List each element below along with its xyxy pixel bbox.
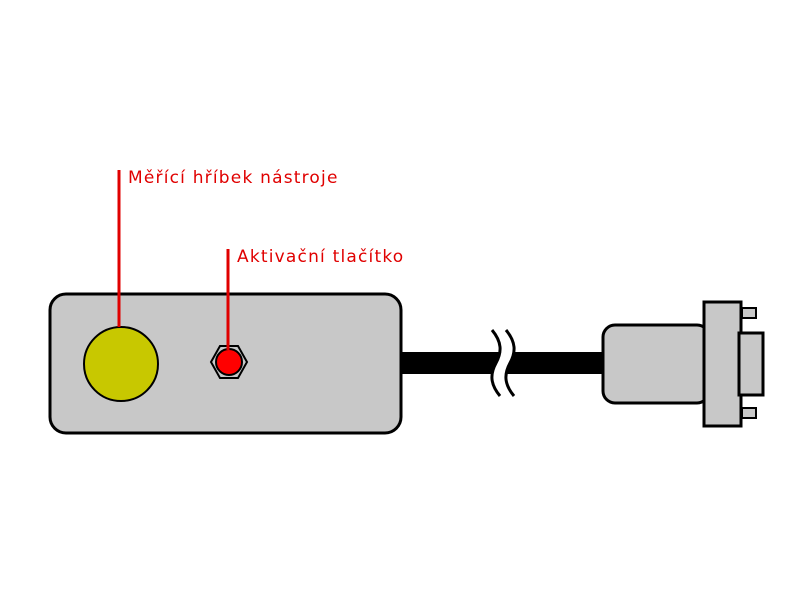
probe-label: Měřící hříbek nástroje (128, 168, 339, 188)
measuring-probe-icon (83, 326, 159, 402)
activation-button-icon (209, 345, 249, 379)
db-connector-icon (601, 300, 765, 428)
button-label: Aktivační tlačítko (237, 247, 404, 267)
cable-break-icon (490, 329, 516, 397)
